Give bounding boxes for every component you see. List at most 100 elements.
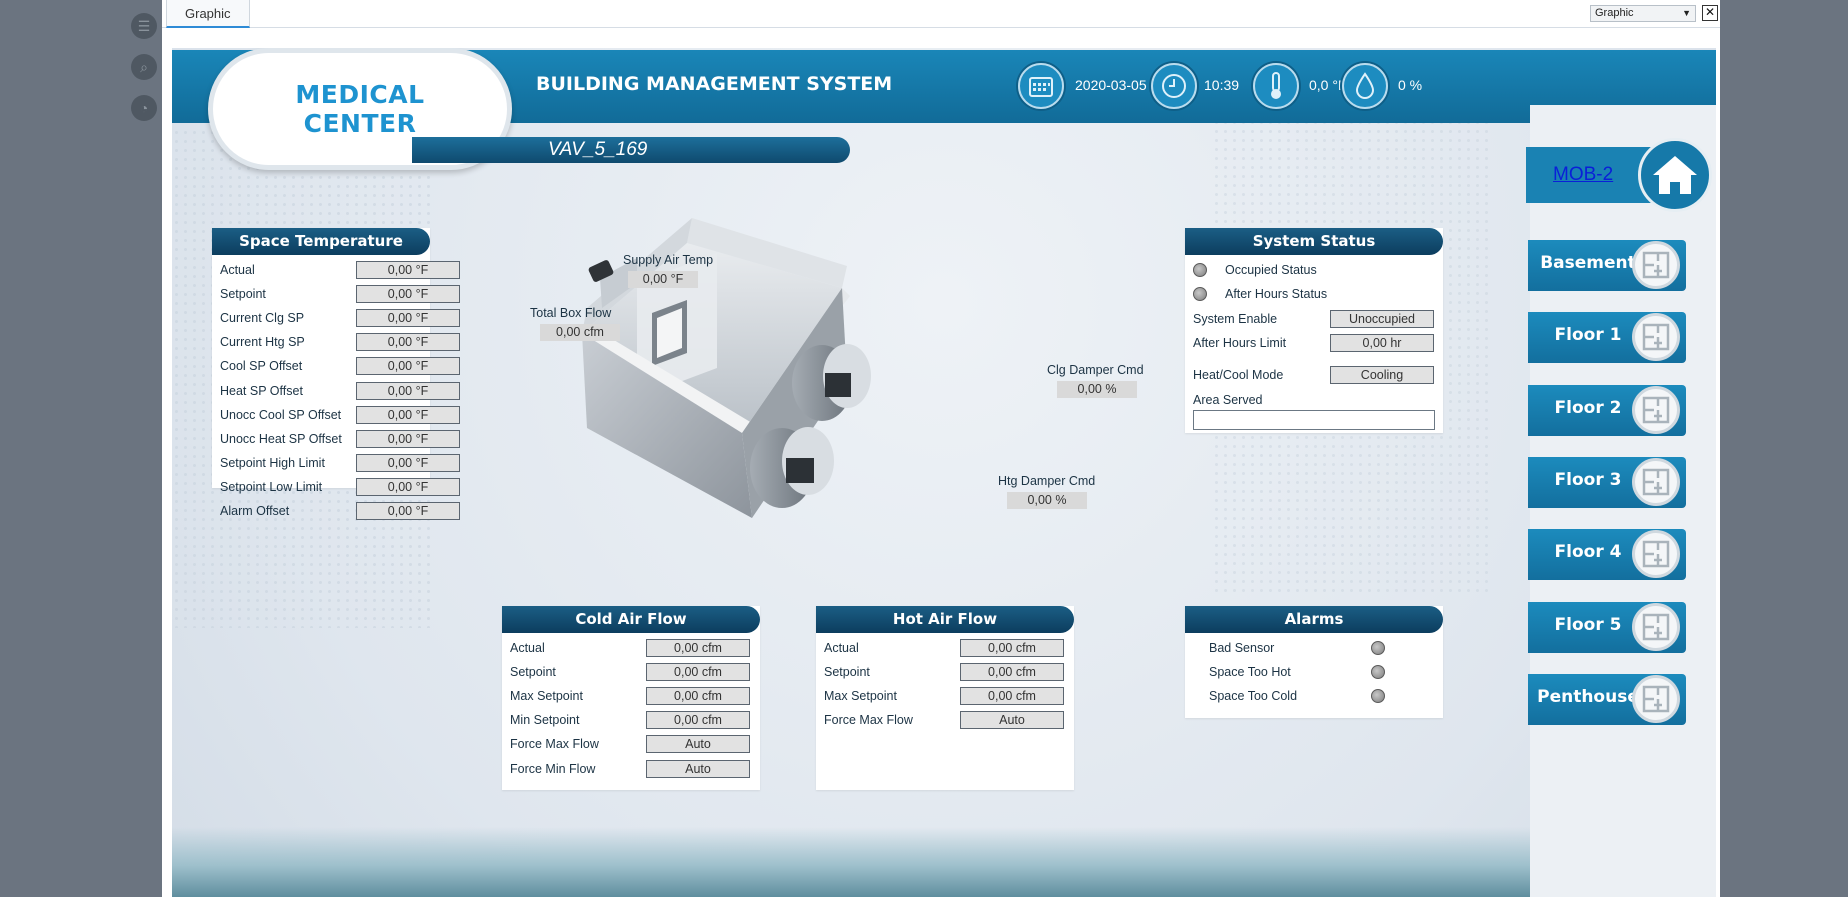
field-value[interactable]: 0,00 °F [356, 453, 460, 472]
view-select[interactable]: Graphic ▼ [1590, 5, 1696, 22]
floor-label: Floor 2 [1554, 397, 1622, 418]
heat-cool-mode-value[interactable]: Cooling [1330, 366, 1434, 384]
floor-plan-icon[interactable] [1632, 241, 1680, 289]
field-value[interactable]: 0,00 °F [356, 357, 460, 376]
date-readout: 2020-03-05 [1075, 77, 1147, 93]
field-label: Force Max Flow [824, 713, 913, 728]
floor-plan-icon[interactable] [1632, 530, 1680, 579]
dashboard-icon[interactable]: ◔ [131, 95, 157, 121]
field-value[interactable]: 0,00 °F [356, 309, 460, 328]
area-served-field[interactable] [1193, 410, 1435, 430]
graphic-window: Graphic Graphic ▼ ✕ MEDICAL CENTER BUILD… [162, 0, 1720, 897]
calendar-icon [1018, 63, 1064, 109]
floor-plan-icon[interactable] [1632, 674, 1680, 723]
field-value[interactable]: 0,00 °F [356, 429, 460, 448]
field-value[interactable]: 0,00 °F [356, 333, 460, 352]
field-label: Force Max Flow [510, 737, 599, 752]
field-value[interactable]: 0,00 °F [356, 477, 460, 496]
occupied-status-label: Occupied Status [1225, 263, 1317, 277]
field-label: Current Clg SP [220, 311, 305, 326]
panel-title: Cold Air Flow [502, 606, 760, 633]
field-value[interactable]: 0,00 cfm [646, 639, 750, 657]
field-value[interactable]: Auto [960, 711, 1064, 730]
tab-graphic[interactable]: Graphic [166, 0, 250, 28]
field-label: Min Setpoint [510, 713, 580, 728]
supply-air-temp-label: Supply Air Temp [623, 253, 714, 267]
floor-label: Floor 3 [1554, 469, 1622, 490]
field-label: Heat SP Offset [220, 383, 303, 398]
humidity-readout: 0 % [1398, 77, 1423, 93]
field-label: Setpoint [510, 665, 556, 680]
vav-name: VAV_5_169 [548, 139, 648, 160]
home-icon[interactable] [1638, 138, 1712, 212]
field-value[interactable]: 0,00 cfm [960, 639, 1064, 657]
vav-name-bar: VAV_5_169 [412, 137, 850, 163]
floor-label: Penthouse [1537, 686, 1639, 707]
field-value[interactable]: 0,00 cfm [960, 663, 1064, 682]
floor-label: Floor 5 [1554, 614, 1622, 635]
field-label: Setpoint [824, 665, 870, 680]
after-hours-limit-value[interactable]: 0,00 hr [1330, 334, 1434, 352]
after-hours-limit-label: After Hours Limit [1193, 336, 1287, 350]
field-label: Force Min Flow [510, 761, 596, 776]
field-label: Cool SP Offset [220, 359, 303, 374]
supply-air-temp-value: 0,00 °F [628, 271, 698, 288]
total-box-flow-label: Total Box Flow [530, 306, 612, 320]
system-status-panel: System Status Occupied Status After Hour… [1185, 228, 1443, 433]
field-label: Max Setpoint [824, 689, 897, 704]
field-label: Actual [824, 641, 859, 655]
thermometer-icon [1253, 63, 1299, 109]
field-value[interactable]: 0,00 cfm [646, 687, 750, 706]
field-value[interactable]: 0,00 °F [356, 285, 460, 304]
clock-icon [1151, 63, 1197, 109]
floor-plan-icon[interactable] [1632, 602, 1680, 651]
clg-damper-cmd-value: 0,00 % [1057, 381, 1137, 398]
logo-line1: MEDICAL [295, 80, 425, 109]
after-hours-status-led [1193, 287, 1207, 301]
field-value[interactable]: 0,00 °F [356, 381, 460, 400]
panel-title: Hot Air Flow [816, 606, 1074, 633]
close-button[interactable]: ✕ [1702, 5, 1718, 21]
decor-floor-glow [172, 827, 1716, 897]
htg-damper-cmd-value: 0,00 % [1007, 492, 1087, 509]
menu-icon[interactable]: ☰ [131, 13, 157, 39]
time-readout: 10:39 [1204, 77, 1240, 93]
floor-plan-icon[interactable] [1632, 313, 1680, 362]
alarm-led [1371, 665, 1385, 680]
alarm-label: Bad Sensor [1209, 641, 1275, 655]
logo-line2: CENTER [303, 109, 417, 138]
field-label: Current Htg SP [220, 335, 305, 350]
field-value[interactable]: Auto [646, 735, 750, 754]
field-value[interactable]: 0,00 °F [356, 261, 460, 279]
panel-title: System Status [1185, 228, 1443, 255]
field-value[interactable]: 0,00 cfm [960, 687, 1064, 706]
system-enable-value[interactable]: Unoccupied [1330, 310, 1434, 328]
building-link[interactable]: MOB-2 [1553, 164, 1614, 185]
floor-label: Basement [1540, 253, 1636, 273]
tab-bar: Graphic Graphic ▼ ✕ [162, 0, 1720, 28]
field-value[interactable]: 0,00 °F [356, 502, 460, 520]
field-label: Unocc Heat SP Offset [220, 431, 342, 446]
field-value[interactable]: 0,00 cfm [646, 663, 750, 682]
field-label: Setpoint Low Limit [220, 479, 323, 494]
panel-title: Alarms [1185, 606, 1443, 633]
occupied-status-led [1193, 263, 1207, 277]
floor-plan-icon[interactable] [1632, 457, 1680, 506]
humidity-icon [1342, 63, 1388, 109]
field-value[interactable]: Auto [646, 759, 750, 778]
field-value[interactable]: 0,00 cfm [646, 711, 750, 730]
field-label: Max Setpoint [510, 689, 583, 704]
floor-label: Floor 4 [1554, 542, 1622, 563]
floor-plan-icon[interactable] [1632, 385, 1680, 434]
temperature-readout: 0,0 °F [1309, 77, 1347, 93]
system-enable-label: System Enable [1193, 312, 1278, 326]
vav-box-illustration [582, 218, 871, 518]
alarm-label: Space Too Hot [1209, 665, 1291, 680]
clg-damper-cmd-label: Clg Damper Cmd [1047, 363, 1144, 377]
search-icon[interactable]: ⌕ [131, 54, 157, 80]
field-value[interactable]: 0,00 °F [356, 405, 460, 424]
